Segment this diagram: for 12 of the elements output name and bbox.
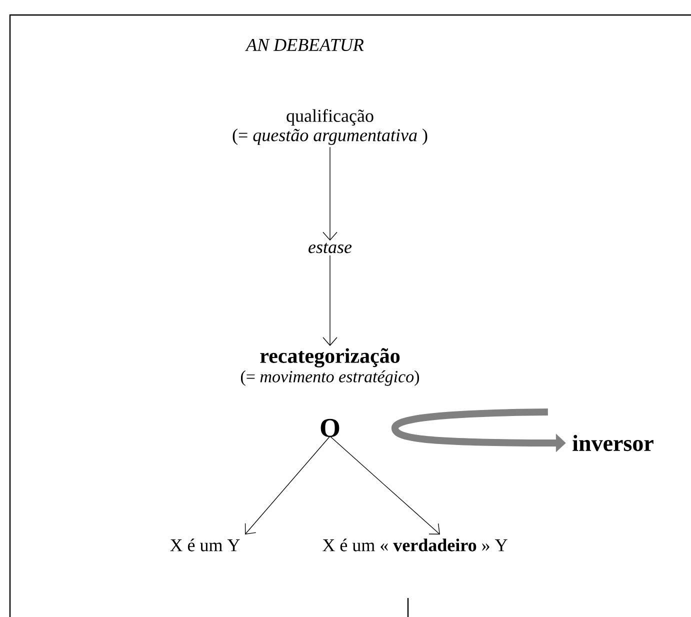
- inversor-label: inversor: [572, 434, 654, 452]
- arrow: [322, 146, 338, 241]
- title: AN DEBEATUR: [245, 38, 364, 52]
- result-label: X é um Y: [170, 538, 240, 552]
- arrow: [322, 255, 338, 346]
- arrow: [330, 436, 440, 534]
- concept-label: recategorização (= movimento estratégico): [241, 348, 420, 386]
- concept-label: estase: [308, 242, 352, 254]
- operator-symbol: O: [320, 418, 340, 438]
- concept-label: qualificação (= questão argumentativa ): [232, 109, 428, 145]
- arrow: [244, 436, 330, 534]
- result-label: X é um « verdadeiro » Y: [322, 538, 508, 552]
